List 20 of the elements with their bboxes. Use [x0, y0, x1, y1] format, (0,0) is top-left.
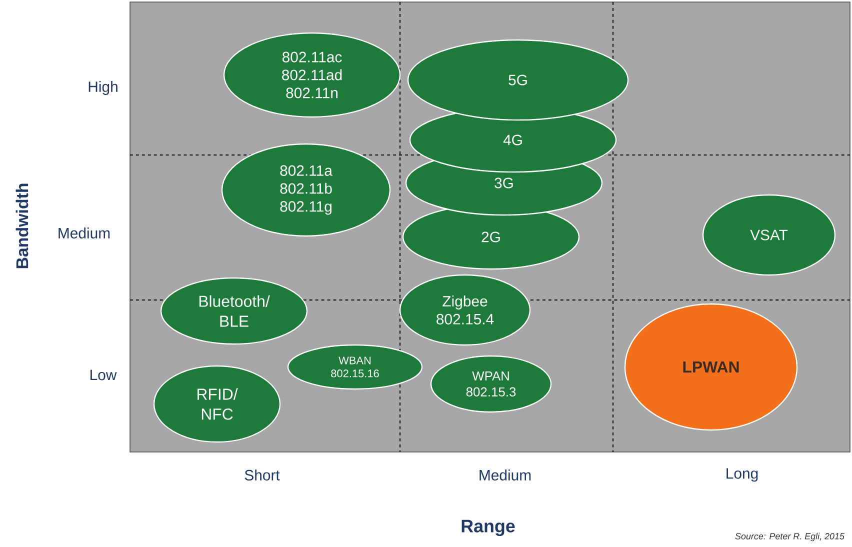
ellipse-bubble: 5G	[407, 39, 629, 121]
axis-title: Range	[462, 520, 515, 536]
ellipse-bubble: LPWAN	[624, 303, 798, 431]
ellipse-bubble: 802.11a 802.11b 802.11g	[221, 143, 391, 237]
ellipse-bubble: WPAN 802.15.3	[430, 355, 552, 413]
axis-tick-label: High	[88, 81, 118, 95]
ellipse-bubble: Bluetooth/ BLE	[160, 277, 308, 345]
axis-tick-label: Medium	[58, 228, 110, 238]
ellipse-bubble: 802.11ac 802.11ad 802.11n	[223, 32, 401, 118]
ellipse-bubble: WBAN 802.15.16	[287, 344, 423, 390]
ellipse-bubble: RFID/ NFC	[153, 365, 281, 443]
axis-tick-label: Medium	[480, 470, 531, 480]
axis-tick-label: Short	[244, 470, 280, 480]
ellipse-bubble: Zigbee 802.15.4	[399, 274, 531, 346]
source-note: Source: Peter R. Egli, 2015	[735, 532, 844, 542]
axis-tick-label: Low	[90, 370, 117, 380]
ellipse-bubble: VSAT	[702, 194, 836, 276]
ellipse-bubble: 2G	[402, 204, 580, 270]
axis-tick-label: Long	[726, 468, 758, 482]
axis-title: Bandwidth	[16, 184, 28, 268]
